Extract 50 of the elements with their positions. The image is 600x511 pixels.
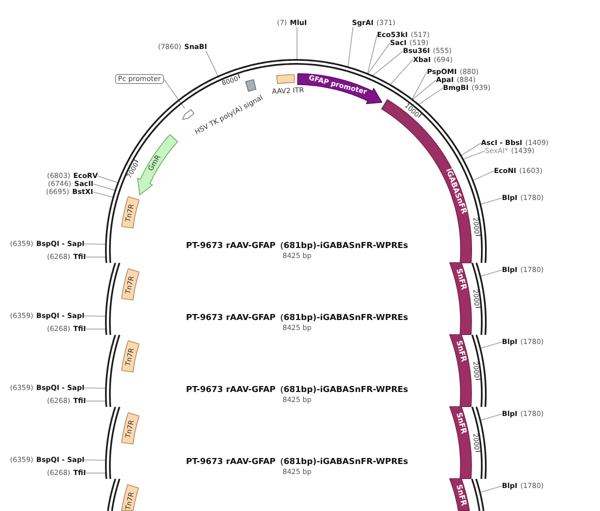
leader-line	[390, 59, 414, 85]
plasmid-backbone	[471, 406, 487, 480]
leader-line	[97, 176, 118, 184]
feature-box	[121, 484, 140, 511]
leader-line	[84, 316, 106, 317]
leader-line	[206, 50, 218, 77]
leader-line	[93, 184, 116, 191]
leader-line	[472, 170, 494, 181]
map-title: PT-9673 rAAV-GFAP（681bp)-iGABASnFR-WPREs	[186, 241, 408, 251]
map-title: PT-9673 rAAV-GFAP（681bp)-iGABASnFR-WPREs	[186, 313, 408, 323]
leader-line	[412, 80, 436, 100]
map-title: PT-9673 rAAV-GFAP（681bp)-iGABASnFR-WPREs	[186, 457, 408, 467]
gene-feature	[449, 262, 473, 336]
gene-feature	[449, 334, 473, 408]
leader-line	[85, 472, 106, 474]
plasmid-backbone	[107, 478, 120, 511]
leader-line	[372, 50, 404, 76]
plasmid-backbone	[471, 262, 487, 336]
gene-feature	[449, 406, 473, 480]
leader-line	[368, 42, 390, 74]
leader-line	[85, 400, 106, 402]
plasmid-backbone	[471, 478, 485, 511]
leader-line	[412, 71, 428, 100]
plasmid-backbone	[471, 334, 487, 408]
leader-line	[84, 388, 106, 389]
leader-line	[367, 34, 378, 74]
feature-box	[120, 412, 140, 446]
leader-line	[463, 150, 486, 160]
leader-line	[85, 328, 106, 330]
leader-line	[92, 192, 114, 198]
map-title: PT-9673 rAAV-GFAP（681bp)-iGABASnFR-WPREs	[186, 385, 408, 395]
leader-line	[480, 342, 502, 348]
leader-line	[460, 142, 482, 156]
plasmid-backbone	[105, 406, 120, 480]
leader-line	[163, 78, 186, 109]
leader-line	[480, 270, 502, 276]
feature-box	[120, 268, 140, 302]
leader-line	[418, 88, 444, 105]
leader-line	[84, 460, 106, 461]
leader-line	[84, 244, 106, 245]
leader-line	[296, 26, 298, 60]
leader-line	[480, 414, 502, 420]
feature-box	[120, 340, 140, 374]
gene-feature	[449, 478, 470, 511]
leader-line	[348, 26, 354, 68]
plasmid-backbone	[105, 334, 120, 408]
leader-line	[85, 256, 106, 258]
leader-line	[480, 198, 502, 205]
leader-line	[480, 486, 502, 492]
plasmid-backbone	[105, 262, 120, 336]
